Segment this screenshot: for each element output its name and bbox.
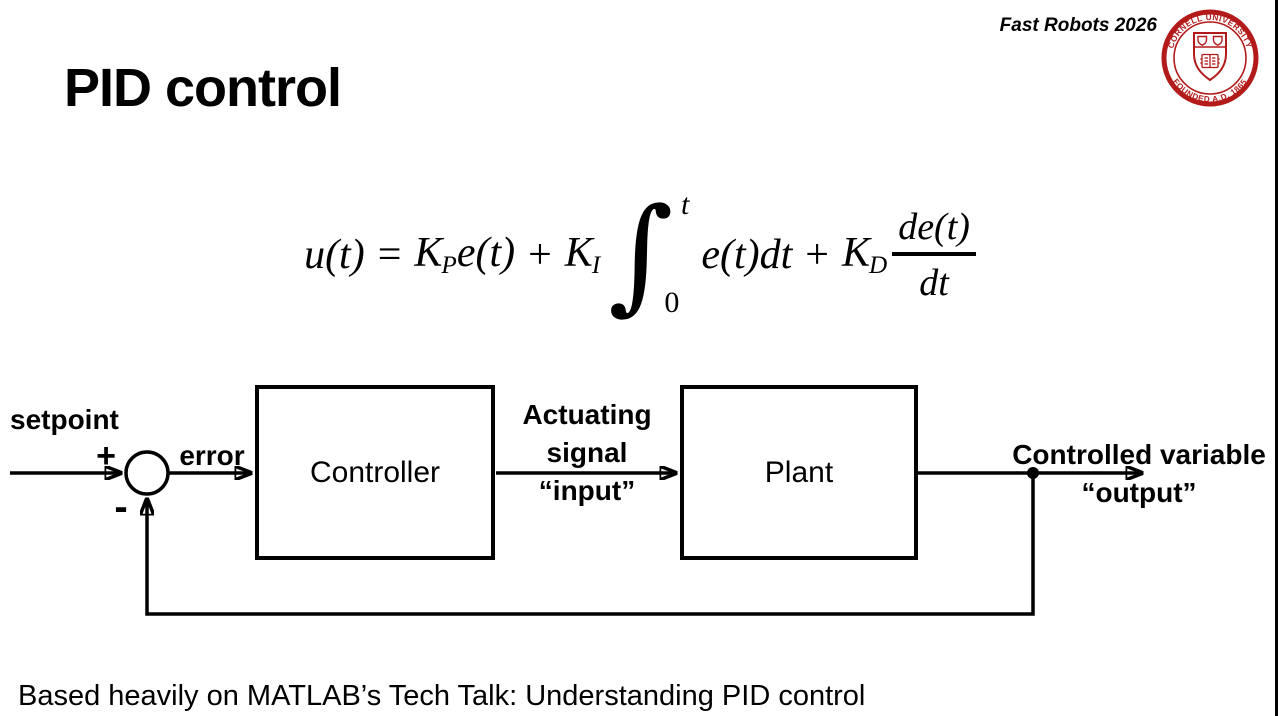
seal-inner-ring: [1173, 21, 1247, 95]
plant-box: [680, 385, 918, 560]
page-title: PID control: [64, 58, 342, 118]
integral-gain: KI: [565, 232, 600, 278]
integral-lower-limit: 0: [664, 286, 680, 320]
seal-shield-emblem: [1193, 32, 1227, 82]
gain-kp: K: [414, 230, 443, 277]
minus-sign-label: -: [114, 485, 128, 529]
pid-equation: u(t) = KPe(t) + KI ∫ t 0 e(t)dt + KD de(…: [0, 185, 1280, 325]
seal-outer-ring: [1161, 9, 1259, 107]
actuating-line-1: Actuating: [522, 399, 652, 430]
gain-ki: K: [564, 230, 593, 277]
output-line-1: Controlled variable: [1012, 439, 1266, 470]
actuating-signal-label: Actuating signal “input”: [522, 396, 651, 510]
feedback-path: [147, 473, 1035, 616]
cornell-university-seal: CORNELL UNIVERSITY FOUNDED A.D. 1865: [1161, 9, 1259, 107]
seal-mini-shield-left: [1197, 35, 1208, 46]
proportional-term: KPe(t): [414, 232, 515, 278]
plus-sign-2: +: [805, 232, 829, 278]
controller-label: Controller: [309, 455, 441, 489]
seal-book-icon: [1200, 53, 1220, 69]
seal-mini-shield-right: [1212, 35, 1223, 46]
integrand: e(t)dt: [701, 232, 793, 278]
attribution-text: Based heavily on MATLAB’s Tech Talk: Und…: [18, 680, 866, 712]
derivative-gain: KD: [842, 232, 887, 278]
fraction-denominator: dt: [919, 262, 949, 304]
controller-box: [255, 385, 495, 560]
plant-label: Plant: [764, 455, 834, 489]
actuating-line-2: signal: [546, 437, 628, 468]
error-arg: e(t): [456, 230, 516, 277]
summing-junction: [124, 450, 170, 496]
gain-ki-subscript: I: [591, 251, 601, 279]
error-label: error: [179, 440, 245, 471]
slide-right-edge-line: [1275, 0, 1278, 716]
derivative-fraction: de(t) dt: [892, 208, 976, 302]
plus-sign-label: +: [96, 437, 116, 475]
plus-sign-1: +: [528, 232, 552, 278]
fraction-numerator: de(t): [898, 206, 970, 248]
integral-upper-limit: t: [680, 187, 690, 221]
equals-sign: =: [377, 232, 402, 278]
controlled-variable-label: Controlled variable “output”: [1012, 436, 1266, 512]
integral-sign: ∫: [608, 181, 674, 327]
fraction-bar: [892, 252, 976, 256]
seal-shield-outline: [1193, 32, 1227, 82]
actuating-line-3: “input”: [538, 475, 636, 506]
output-line-2: “output”: [1081, 477, 1197, 508]
gain-kd-subscript: D: [868, 251, 888, 279]
gain-kp-subscript: P: [441, 251, 457, 279]
integral-block: ∫ t 0: [608, 181, 689, 327]
equation-lhs: u(t): [304, 232, 365, 278]
gain-kd: K: [841, 230, 870, 277]
course-label: Fast Robots 2026: [999, 15, 1157, 36]
setpoint-label: setpoint: [10, 404, 119, 435]
